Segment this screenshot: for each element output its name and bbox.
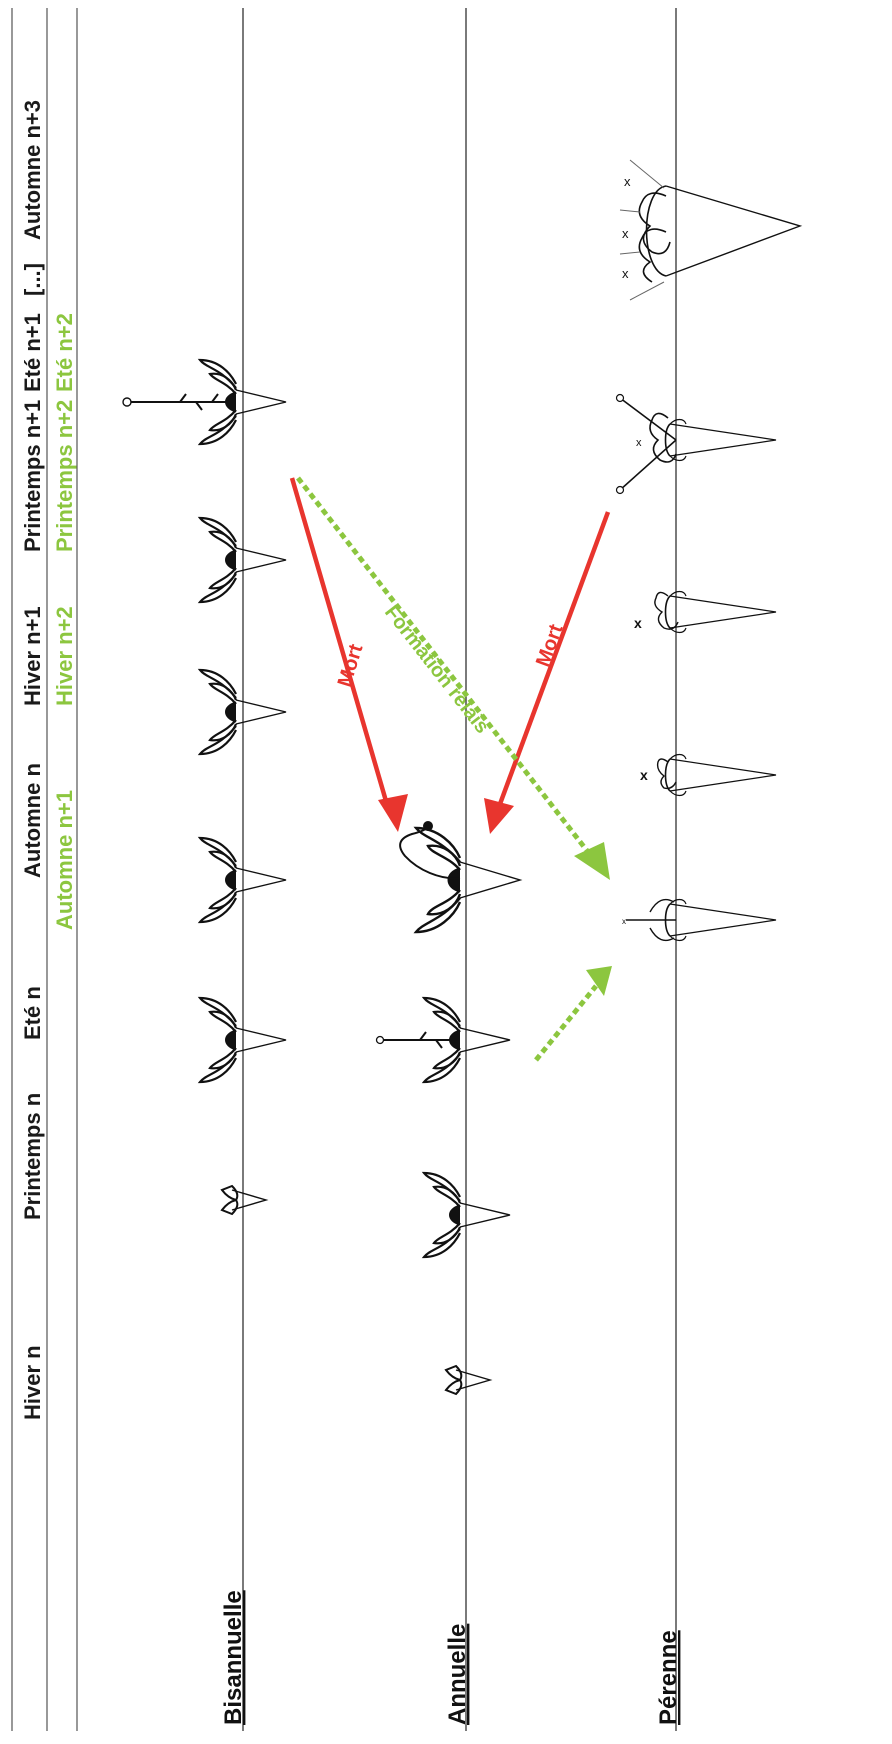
plants-annuelle [375,821,522,1395]
plant-bud-icon [445,1365,491,1395]
season-label-green: Automne n+1 [52,790,77,930]
svg-text:x: x [624,174,631,189]
bulb-icon [664,898,777,942]
flower-head-icon [122,397,132,407]
svg-text:x: x [640,767,648,783]
bulb-icon [664,590,777,634]
bulb-icon [664,418,777,462]
season-label: [...] [20,263,45,296]
season-label: Printemps n+1 [20,400,45,552]
season-label: Automne n [20,763,45,878]
arrow-mort-1: Mort [289,477,408,832]
svg-text:x: x [622,266,629,281]
svg-text:x: x [636,437,642,449]
season-label: Automne n+3 [20,100,45,240]
season-label: Eté n+1 [20,313,45,392]
flower-head-icon [375,1035,385,1045]
arrow-label-mort: Mort [334,641,368,689]
row-label-perenne: Pérenne [655,1630,682,1725]
plants-bisannuelle [122,358,288,1215]
svg-text:x: x [622,917,626,926]
plant-rosette-icon [422,1171,512,1259]
season-labels-row1: Hiver n Printemps n Eté n Automne n Hive… [20,100,45,1420]
season-label: Hiver n [20,1345,45,1420]
row-label-annuelle: Annuelle [444,1624,471,1725]
plant-bud-icon [221,1185,267,1215]
arrow-label-mort: Mort [532,621,568,670]
season-labels-row2: Automne n+1 Hiver n+2 Printemps n+2 Eté … [52,313,77,930]
arrow-mort-2: Mort [484,511,611,834]
plant-rosette-icon [414,826,522,934]
season-label-green: Hiver n+2 [52,606,77,706]
seed-stem [399,825,461,880]
season-label: Eté n [20,986,45,1040]
seed-icon [423,821,433,831]
season-label: Printemps n [20,1093,45,1220]
season-label-green: Eté n+2 [52,313,77,392]
row-labels: Bisannuelle Annuelle Pérenne [220,1590,682,1725]
season-label: Hiver n+1 [20,606,45,706]
season-label-green: Printemps n+2 [52,400,77,552]
perennial-clump-icon: x x x [619,159,803,301]
bulb-icon [664,753,777,797]
header-frame [11,8,78,1731]
plants-perenne: x x x x x x x [615,159,803,942]
svg-text:x: x [622,226,629,241]
arrow-green-small [534,966,612,1062]
row-label-bisannuelle: Bisannuelle [220,1590,247,1725]
arrow-label-formation: Formation relais [380,602,493,738]
svg-text:x: x [634,615,642,631]
